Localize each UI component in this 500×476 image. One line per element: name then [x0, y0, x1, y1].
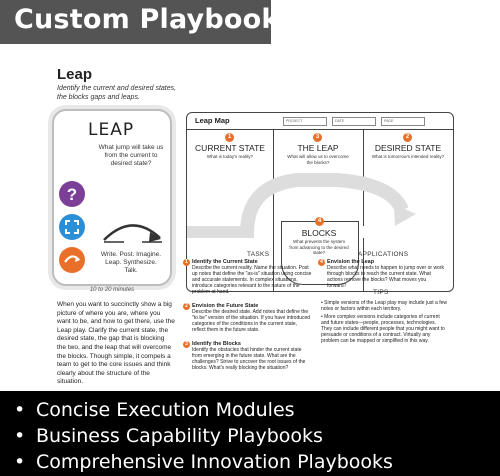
- the-leap-column: [273, 129, 364, 291]
- leap-map: Leap Map PROJECT DATE PAGE 1 CURRENT STA…: [186, 112, 454, 292]
- task-3-body: Identify the obstacles that hinder the c…: [192, 347, 306, 372]
- map-header: Leap Map PROJECT DATE PAGE: [187, 113, 453, 130]
- the-leap-label: THE LEAP: [297, 143, 339, 153]
- bullet-dot-icon: •: [14, 451, 26, 473]
- task-3-title: Identify the Blocks: [192, 341, 241, 347]
- task-1-title: Identify the Current State: [192, 259, 258, 265]
- desired-state-question: What is tomorrow's intended reality?: [371, 154, 445, 159]
- tasks-heading: TASKS: [247, 251, 270, 258]
- step-number-2: 2: [403, 133, 412, 142]
- blocks-question: What prevents the system from advancing …: [289, 239, 349, 255]
- playbook-page-preview: Leap Identify the current and desired st…: [0, 44, 500, 391]
- blocks-box: [281, 221, 359, 285]
- bullet-text: Comprehensive Innovation Playbooks: [36, 451, 393, 473]
- bullet-dot-icon: •: [14, 425, 26, 447]
- current-state-column: [187, 129, 274, 291]
- map-title: Leap Map: [195, 116, 230, 125]
- blocks-label: BLOCKS: [301, 228, 337, 238]
- svg-text:?: ?: [67, 185, 77, 204]
- leap-arrow-icon: [59, 247, 85, 273]
- leap-subtitle: Identify the current and desired states,…: [57, 85, 177, 101]
- the-leap-question: What will allow us to overcome the block…: [287, 154, 349, 165]
- application-1-title: Envision the Leap: [327, 259, 375, 265]
- card-question: What jump will take us from the current …: [98, 144, 164, 167]
- page-field: PAGE: [381, 117, 425, 126]
- current-state-label: CURRENT STATE: [195, 143, 265, 153]
- applications-heading: APPLICATIONS: [358, 251, 409, 258]
- task-2-body: Describe the desired state. Add notes th…: [192, 309, 311, 334]
- bullet-bar: • Concise Execution Modules • Business Cap…: [0, 391, 500, 476]
- task-1-body: Describe the current reality. Name the s…: [192, 265, 312, 296]
- bullet-dot-icon: •: [14, 399, 26, 421]
- task-number-1: 1: [183, 259, 190, 266]
- step-number-1: 1: [225, 133, 234, 142]
- bullet-text: Concise Execution Modules: [36, 399, 295, 421]
- card-title: LEAP: [88, 120, 135, 140]
- intro-text: When you want to succinctly show a big p…: [57, 301, 175, 386]
- current-state-question: What is today's reality?: [206, 154, 254, 159]
- desired-state-label: DESIRED STATE: [374, 143, 442, 153]
- duration-label: 10 to 20 minutes: [89, 287, 135, 293]
- step-number-3: 3: [313, 133, 322, 142]
- project-field: PROJECT: [283, 117, 327, 126]
- bullet-text: Business Capability Playbooks: [36, 425, 323, 447]
- application-1-body: Describe what needs to happen to jump ov…: [327, 265, 445, 290]
- task-1: Identify the Current State Describe the …: [192, 259, 312, 296]
- bullet-item: • Business Capability Playbooks: [14, 423, 500, 449]
- task-number-4: 4: [318, 259, 325, 266]
- bullet-item: • Comprehensive Innovation Playbooks: [14, 449, 500, 475]
- task-number-3: 3: [183, 341, 190, 348]
- title-banner: Custom Playbooks: [0, 0, 296, 44]
- tip-1-text: Simple versions of the Leap play may inc…: [321, 300, 447, 313]
- card-footer: Write. Post. Imagine. Leap. Synthesize. …: [100, 251, 162, 274]
- step-number-4: 4: [315, 217, 324, 226]
- question-icon: ?: [59, 181, 85, 207]
- leap-title: Leap: [57, 66, 93, 83]
- leap-card: LEAP What jump will take us from the cur…: [52, 109, 172, 286]
- task-2-title: Envision the Future State: [192, 303, 259, 309]
- application-1: Envision the Leap Describe what needs to…: [327, 259, 447, 289]
- bullet-item: • Concise Execution Modules: [14, 397, 500, 423]
- tip-2: • More complex versions include categori…: [321, 314, 445, 345]
- task-3: Identify the Blocks Identify the obstacl…: [192, 341, 312, 371]
- tip-2-text: More complex versions include categories…: [321, 314, 445, 345]
- task-number-2: 2: [183, 303, 190, 310]
- tips-heading: TIPS: [373, 289, 389, 296]
- task-2: Envision the Future State Describe the d…: [192, 303, 312, 333]
- date-field: DATE: [332, 117, 376, 126]
- focus-icon: [59, 214, 85, 240]
- leap-curve-icon: [103, 224, 162, 243]
- banner-title: Custom Playbooks: [14, 4, 296, 35]
- tip-1: • Simple versions of the Leap play may i…: [321, 300, 447, 313]
- bullet-list: • Concise Execution Modules • Business Cap…: [0, 391, 500, 475]
